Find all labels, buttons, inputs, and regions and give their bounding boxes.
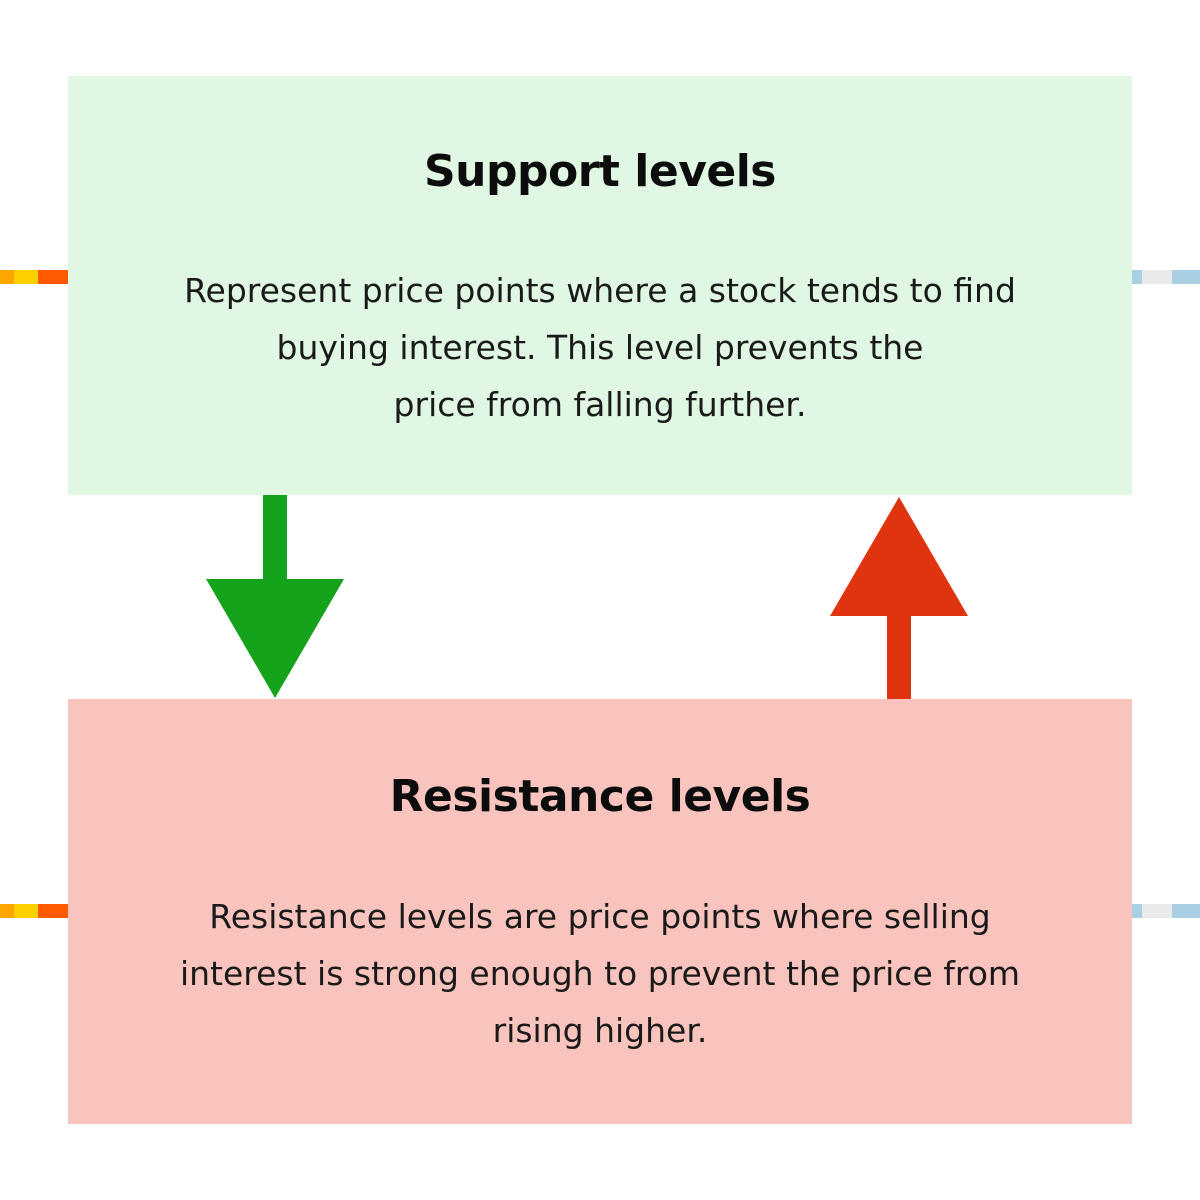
resistance-levels-box: Resistance levels Resistance levels are … xyxy=(68,699,1132,1124)
arrow-up-icon xyxy=(830,497,968,699)
resistance-description-line: Resistance levels are price points where… xyxy=(209,897,991,936)
resistance-levels-description: Resistance levels are price points where… xyxy=(180,888,1020,1059)
support-levels-description: Represent price points where a stock ten… xyxy=(184,262,1016,433)
right-edge-strip-bottom xyxy=(1132,904,1200,918)
left-edge-strip-bottom xyxy=(0,904,68,918)
resistance-description-line: interest is strong enough to prevent the… xyxy=(179,954,1021,993)
arrow-down-icon xyxy=(206,495,344,698)
support-description-line: price from falling further. xyxy=(393,385,807,424)
left-edge-strip-top xyxy=(0,270,68,284)
support-levels-title: Support levels xyxy=(423,146,777,197)
resistance-description-line: rising higher. xyxy=(492,1011,708,1050)
right-edge-strip-top xyxy=(1132,270,1200,284)
support-levels-box: Support levels Represent price points wh… xyxy=(68,76,1132,495)
resistance-levels-title: Resistance levels xyxy=(389,771,811,822)
support-description-line: buying interest. This level prevents the xyxy=(276,328,924,367)
support-description-line: Represent price points where a stock ten… xyxy=(184,271,1016,310)
